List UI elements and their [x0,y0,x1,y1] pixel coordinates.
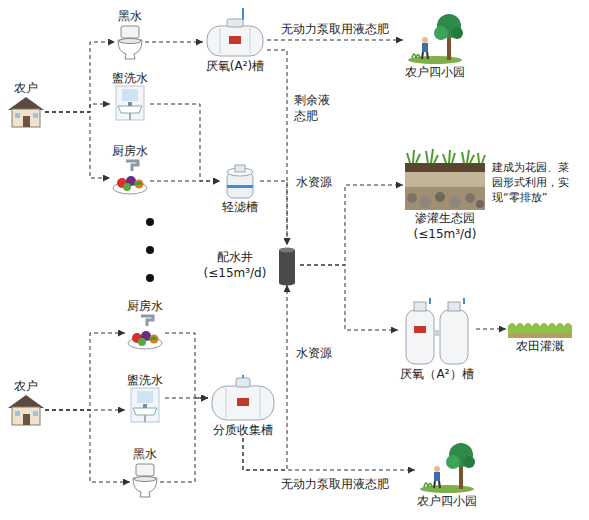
kitchen-water-source: 厨房水 [125,298,165,352]
icon-slot [117,24,143,60]
note-text: 建成为花园、菜园形式利用，实现“零排放” [492,160,572,205]
collection-tank-icon [212,375,274,420]
node-label: 渗灌生态园 (≤15m³/d) [408,210,482,242]
node-label: 厌氧（A²）槽 [400,366,473,382]
icon-slot [9,394,43,426]
anaerobic-tank: 厌氧（A²）槽 [398,298,476,382]
sink-icon [131,388,159,422]
icon-slot [130,388,160,424]
farmland-irrigation: 农田灌溉 [506,320,574,354]
flow-arrow [45,410,130,482]
household: 农户 [7,378,45,426]
icon-slot [276,245,298,285]
infiltration-garden: 渗灌生态园 (≤15m³/d) [403,148,487,242]
filter-tank-icon [227,165,253,198]
well-icon [279,248,295,286]
filter-tank: 轻滤槽 [220,163,260,215]
flow-arrow [476,329,506,330]
soil-profile-icon [405,149,485,210]
distribution-well: 配水井 (≤15m³/d) [196,245,300,285]
field-icon [508,323,572,338]
flow-arrow [150,181,220,182]
collection-tank: 分质收集槽 [208,374,278,438]
node-label: 盥洗水 [127,372,163,388]
anaerobic-tank-icon [207,8,263,56]
flow-arrow [45,410,125,411]
flow-arrow [243,438,415,470]
anaerobic-tank: 厌氧(A²)槽 [203,18,267,74]
washwater-source: 盥洗水 [125,372,165,424]
toilet-icon [118,26,142,59]
icon-slot [407,12,463,64]
flow-arrow [45,333,125,410]
icon-slot [419,441,475,493]
icon-slot [405,148,485,210]
edge-label: 剩余液态肥 [293,92,331,124]
icon-slot [404,298,470,366]
node-label: 厨房水 [127,298,163,314]
flow-arrow [160,398,208,482]
garden-icon [408,14,463,64]
anaerobic-tank-icon [406,298,468,364]
household-garden: 农户四小园 [415,441,479,509]
edge-label: 无动力泵取用液态肥 [280,21,390,37]
flow-arrow [267,40,403,41]
blackwater-source: 黑水 [115,8,145,60]
node-label: 分质收集槽 [213,422,273,438]
flow-arrow [267,50,287,245]
household-garden: 农户四小园 [403,12,467,80]
flow-arrow [45,112,110,178]
flow-arrow [260,181,287,245]
icon-slot [205,18,265,58]
node-label: 轻滤槽 [222,199,258,215]
node-label: 农户四小园 [405,64,465,80]
house-icon [8,97,44,127]
icon-slot [210,374,276,422]
kitchen-icon [113,161,147,194]
house-icon [8,395,44,425]
flow-arrow [145,42,203,43]
flow-arrow [45,104,110,112]
node-label: 农户四小园 [417,493,477,509]
icon-slot [508,320,572,338]
ellipsis-dots [146,218,154,282]
kitchen-water-source: 厨房水 [110,143,150,197]
sink-icon [116,86,144,120]
icon-slot [132,462,158,502]
icon-slot [222,163,258,199]
flow-arrow [300,265,398,330]
icon-slot [9,96,43,128]
node-label: 农户 [14,378,38,394]
kitchen-icon [128,316,162,349]
flow-arrow [300,185,403,265]
edge-label: 水资源 [295,345,333,361]
node-label: 厌氧(A²)槽 [206,58,264,74]
flow-arrow [243,285,287,470]
node-label: 配水井 (≤15m³/d) [198,249,272,281]
icon-slot [127,314,163,352]
blackwater-source: 黑水 [130,446,160,502]
node-label: 黑水 [133,446,157,462]
toilet-icon [133,464,157,497]
flow-arrow [45,42,115,112]
edge-label: 无动力泵取用液态肥 [280,476,390,492]
flow-arrow [150,104,220,181]
icon-slot [112,159,148,197]
garden-icon [420,443,475,493]
flow-arrow [165,398,208,399]
flow-arrow [165,333,208,398]
node-label: 农田灌溉 [516,338,564,354]
icon-slot [115,86,145,122]
node-label: 盥洗水 [112,70,148,86]
washwater-source: 盥洗水 [110,70,150,122]
edge-label: 水资源 [295,174,333,190]
node-label: 厨房水 [112,143,148,159]
household: 农户 [7,80,45,128]
node-label: 黑水 [118,8,142,24]
node-label: 农户 [14,80,38,96]
